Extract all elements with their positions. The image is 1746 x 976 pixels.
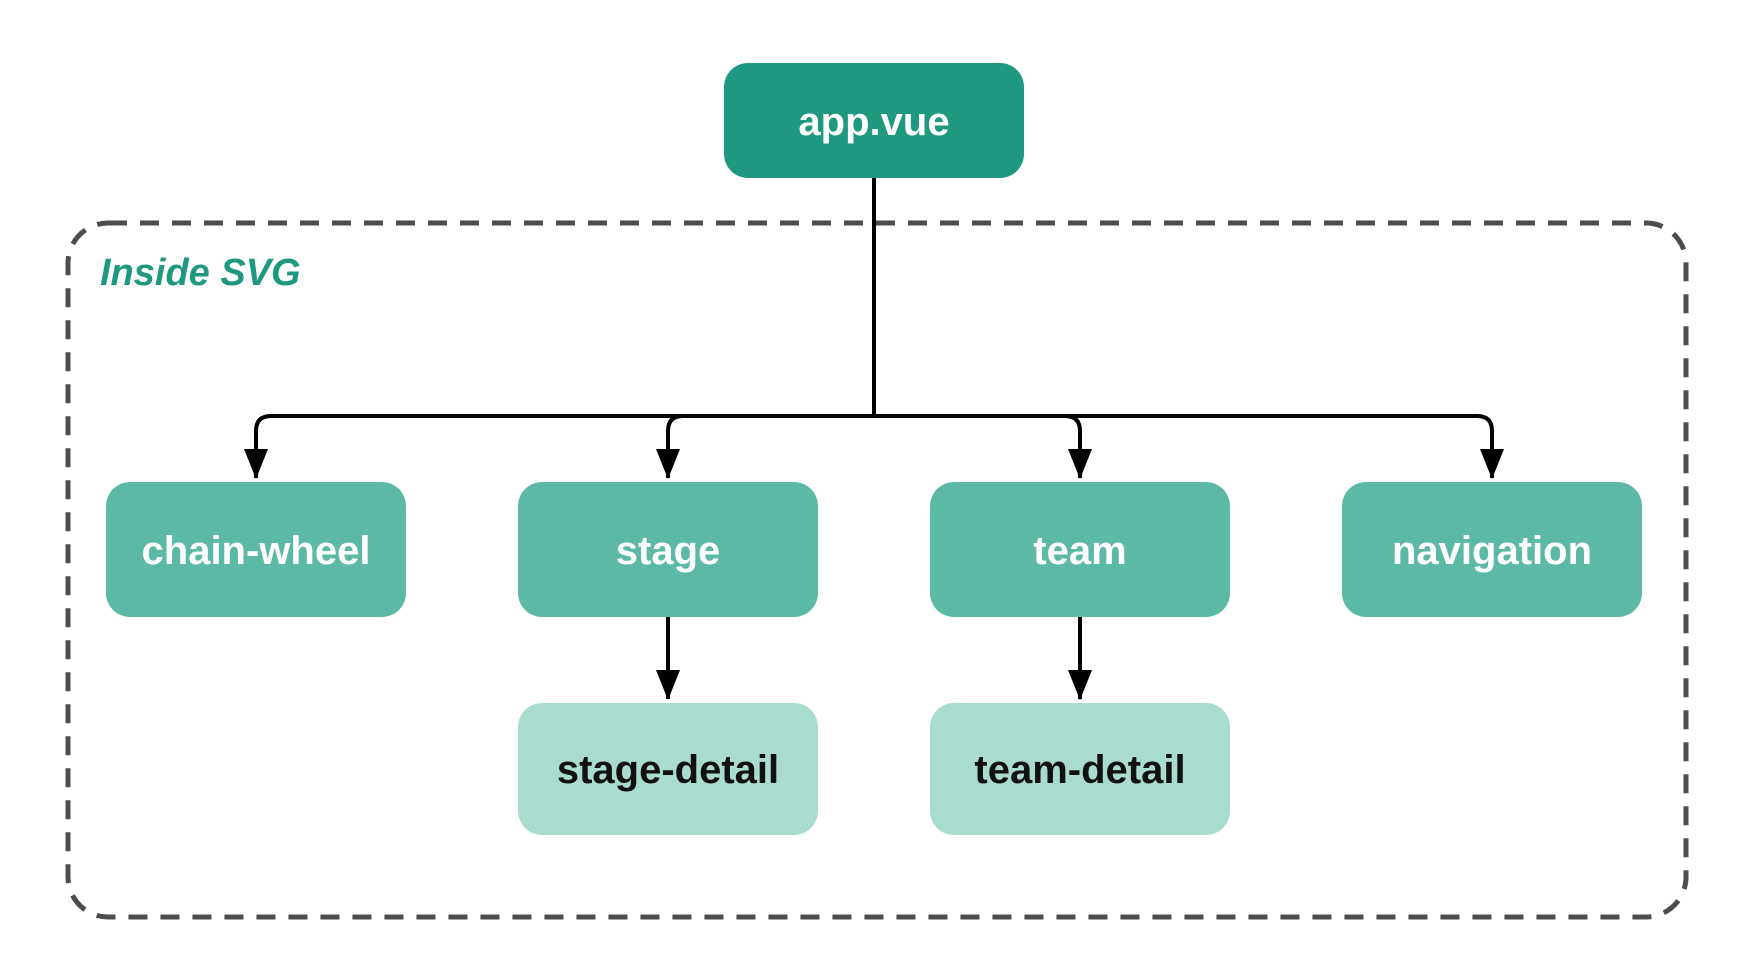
node-stage-detail-label: stage-detail bbox=[557, 748, 779, 792]
node-navigation-label: navigation bbox=[1392, 529, 1592, 573]
node-team-box bbox=[930, 482, 1230, 617]
node-navigation: navigation bbox=[1342, 482, 1642, 617]
node-stage: stage bbox=[518, 482, 818, 617]
connectors bbox=[244, 178, 1504, 700]
node-navigation-box bbox=[1342, 482, 1642, 617]
inside-svg-label: Inside SVG bbox=[100, 252, 301, 294]
node-team-detail-label: team-detail bbox=[974, 748, 1185, 792]
node-chain-wheel-label: chain-wheel bbox=[142, 529, 371, 573]
node-team-detail: team-detail bbox=[930, 703, 1230, 835]
node-stage-detail: stage-detail bbox=[518, 703, 818, 835]
node-app-vue-box bbox=[724, 63, 1024, 178]
edge-root-team bbox=[874, 414, 1092, 479]
edge-root-navigation bbox=[874, 414, 1504, 479]
node-team-detail-box bbox=[930, 703, 1230, 835]
node-chain-wheel: chain-wheel bbox=[106, 482, 406, 617]
node-app-vue-label: app.vue bbox=[798, 100, 949, 144]
node-stage-detail-box bbox=[518, 703, 818, 835]
edge-root-stage bbox=[656, 414, 874, 479]
node-stage-box bbox=[518, 482, 818, 617]
node-stage-label: stage bbox=[616, 529, 721, 573]
edge-root-chain-wheel bbox=[244, 414, 874, 479]
node-chain-wheel-box bbox=[106, 482, 406, 617]
node-team-label: team bbox=[1033, 529, 1126, 573]
node-app-vue: app.vue bbox=[724, 63, 1024, 178]
inside-svg-container bbox=[65, 220, 1689, 920]
node-team: team bbox=[930, 482, 1230, 617]
